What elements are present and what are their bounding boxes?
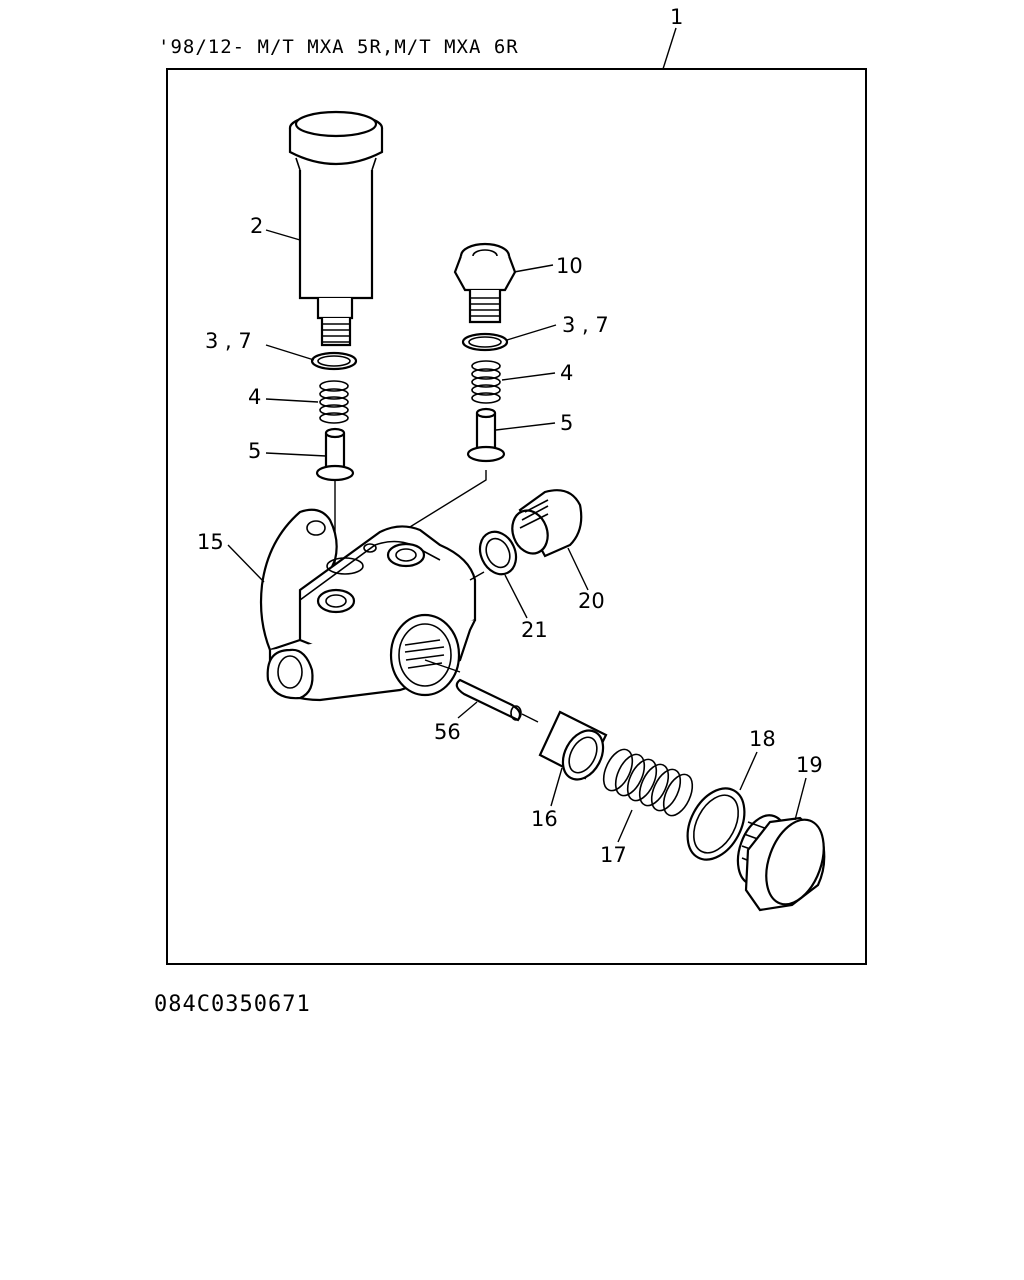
part-16-sleeve xyxy=(538,710,608,781)
part-5-valve-left xyxy=(315,427,355,482)
label-16: 16 xyxy=(531,807,558,831)
part-56-pin xyxy=(455,678,522,722)
label-20: 20 xyxy=(578,589,605,613)
part-20-plug xyxy=(511,489,583,558)
diagram-header: '98/12- M/T MXA 5R,M/T MXA 6R xyxy=(158,36,519,58)
label-15: 15 xyxy=(197,530,224,554)
label-4-right: 4 xyxy=(560,361,573,385)
label-18: 18 xyxy=(749,727,776,751)
label-10: 10 xyxy=(556,254,583,278)
part-21-o-ring xyxy=(478,530,518,576)
part-2-priming-pump xyxy=(288,110,384,347)
part-4-spring-left xyxy=(319,380,349,424)
label-3-7-right: 3 , 7 xyxy=(562,313,609,337)
part-15-pump-body xyxy=(259,508,477,702)
diagram-frame xyxy=(166,68,867,965)
label-2: 2 xyxy=(250,214,263,238)
leader-1 xyxy=(662,27,677,70)
part-18-washer xyxy=(686,787,746,861)
part-4-spring-right xyxy=(471,360,501,404)
label-4-left: 4 xyxy=(248,385,261,409)
part-17-spring xyxy=(602,748,694,817)
label-5-right: 5 xyxy=(560,411,573,435)
part-10-fitting xyxy=(453,242,517,324)
label-1: 1 xyxy=(670,5,683,29)
label-3-7-left: 3 , 7 xyxy=(205,329,252,353)
diagram-code: 084C0350671 xyxy=(154,992,311,1017)
label-56: 56 xyxy=(434,720,461,744)
part-19-plug xyxy=(736,814,826,912)
part-5-valve-right xyxy=(466,407,506,463)
label-19: 19 xyxy=(796,753,823,777)
label-5-left: 5 xyxy=(248,439,261,463)
label-21: 21 xyxy=(521,618,548,642)
label-17: 17 xyxy=(600,843,627,867)
